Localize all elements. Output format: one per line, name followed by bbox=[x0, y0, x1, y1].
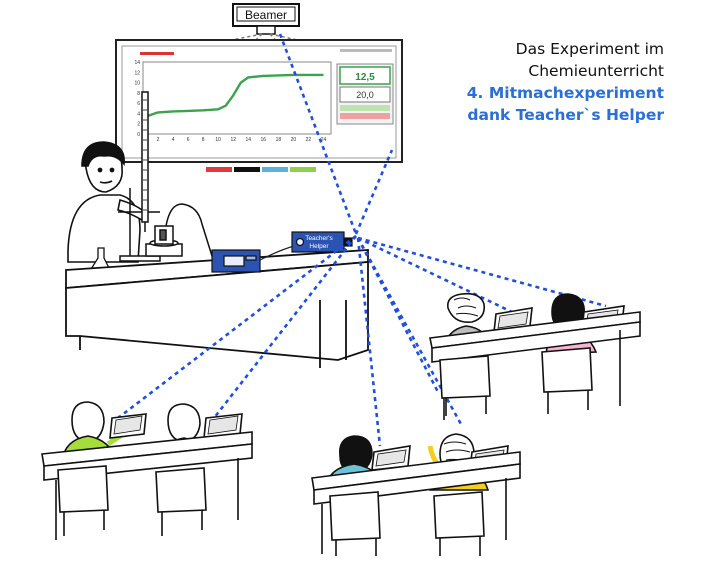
x-tick-label: 2 bbox=[157, 137, 160, 143]
y-tick-label: 14 bbox=[134, 60, 140, 66]
x-tick-label: 6 bbox=[187, 137, 190, 143]
device-label-line2: Helper bbox=[309, 243, 329, 250]
x-tick-label: 8 bbox=[202, 137, 205, 143]
device-label-line1: Teacher's bbox=[305, 235, 333, 242]
y-tick-label: 8 bbox=[137, 91, 140, 97]
beamer: Beamer bbox=[232, 3, 300, 35]
x-tick-label: 10 bbox=[215, 137, 221, 143]
caption-line-2: Chemieunterricht bbox=[528, 62, 664, 80]
caption-line-3: 4. Mitmachexperiment bbox=[466, 84, 664, 102]
caption: Das Experiment im Chemieunterricht 4. Mi… bbox=[467, 38, 664, 126]
pen-tray bbox=[206, 167, 316, 172]
readout-value-1: 12,5 bbox=[355, 72, 375, 83]
x-tick-label: 4 bbox=[172, 137, 175, 143]
stirrer-beaker bbox=[145, 203, 213, 257]
burette-scale bbox=[143, 99, 147, 211]
x-tick-label: 24 bbox=[321, 137, 327, 143]
x-tick-label: 22 bbox=[306, 137, 312, 143]
y-tick-label: 0 bbox=[137, 132, 140, 138]
x-tick-label: 20 bbox=[291, 137, 297, 143]
x-tick-label: 14 bbox=[245, 137, 251, 143]
y-tick-label: 12 bbox=[134, 70, 140, 76]
caption-line-4: dank Teacher`s Helper bbox=[467, 106, 664, 124]
x-tick-label: 16 bbox=[261, 137, 267, 143]
beamer-label: Beamer bbox=[245, 8, 287, 22]
readout-panel: 12,5 20,0 bbox=[336, 63, 394, 125]
y-tick-label: 4 bbox=[137, 111, 140, 117]
readout-value-2: 20,0 bbox=[356, 90, 374, 100]
burette-stand bbox=[118, 91, 161, 262]
y-tick-label: 6 bbox=[137, 101, 140, 107]
teachers-helper-device: Teacher's Helper bbox=[291, 231, 353, 253]
y-tick-label: 10 bbox=[134, 81, 140, 87]
student-group-back-right bbox=[429, 292, 641, 420]
student-group-front-right bbox=[311, 433, 521, 556]
x-tick-label: 12 bbox=[230, 137, 236, 143]
wireless-links bbox=[117, 33, 607, 447]
y-tick-label: 2 bbox=[137, 122, 140, 128]
x-tick-label: 18 bbox=[276, 137, 282, 143]
student-group-front-left bbox=[41, 401, 253, 540]
data-logger bbox=[211, 245, 295, 273]
caption-line-1: Das Experiment im bbox=[515, 40, 664, 58]
series-line bbox=[142, 73, 324, 119]
